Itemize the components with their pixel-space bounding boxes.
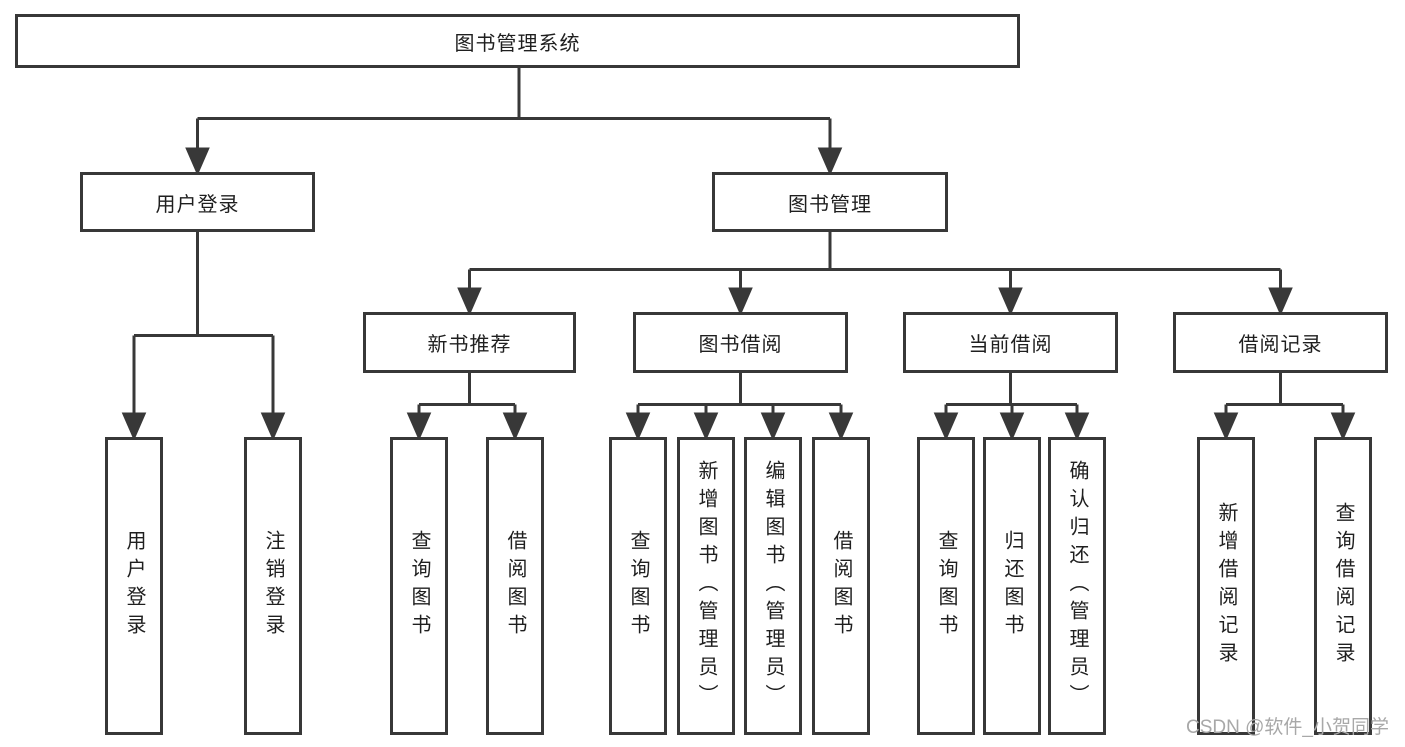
leaf-query-books-3: 查询图书 xyxy=(917,437,975,735)
leaf-add-borrow-record: 新增借阅记录 xyxy=(1197,437,1255,735)
leaf-return-books: 归还图书 xyxy=(983,437,1041,735)
node-label: 新增图书（管理员） xyxy=(695,460,717,712)
node-label: 用户登录 xyxy=(155,193,240,216)
node-label: 注销登录 xyxy=(262,530,284,642)
node-label: 新增借阅记录 xyxy=(1215,502,1237,670)
leaf-logout: 注销登录 xyxy=(244,437,302,735)
node-label: 图书管理系统 xyxy=(454,32,581,55)
leaf-query-books-2: 查询图书 xyxy=(609,437,667,735)
node-label: 归还图书 xyxy=(1001,530,1023,642)
node-label: 用户登录 xyxy=(123,530,145,642)
node-label: 借阅记录 xyxy=(1238,334,1323,356)
node-label: 查询图书 xyxy=(627,530,649,642)
leaf-query-borrow-record: 查询借阅记录 xyxy=(1314,437,1372,735)
leaf-user-login: 用户登录 xyxy=(105,437,163,735)
leaf-borrow-books-2: 借阅图书 xyxy=(812,437,870,735)
node-label: 图书管理 xyxy=(788,193,872,216)
node-label: 借阅图书 xyxy=(504,530,526,642)
node-label: 新书推荐 xyxy=(427,334,512,356)
node-label: 编辑图书（管理员） xyxy=(762,460,784,712)
node-label: 查询图书 xyxy=(935,530,957,642)
node-current-borrowing: 当前借阅 xyxy=(903,312,1118,373)
node-label: 借阅图书 xyxy=(830,530,852,642)
node-user-login: 用户登录 xyxy=(80,172,315,232)
node-book-borrowing: 图书借阅 xyxy=(633,312,848,373)
leaf-add-books-admin: 新增图书（管理员） xyxy=(677,437,735,735)
node-label: 查询图书 xyxy=(408,530,430,642)
node-new-book-recommend: 新书推荐 xyxy=(363,312,576,373)
node-borrowing-records: 借阅记录 xyxy=(1173,312,1388,373)
leaf-query-books-1: 查询图书 xyxy=(390,437,448,735)
leaf-confirm-return-admin: 确认归还（管理员） xyxy=(1048,437,1106,735)
node-label: 当前借阅 xyxy=(968,334,1053,356)
leaf-borrow-books-1: 借阅图书 xyxy=(486,437,544,735)
node-book-management: 图书管理 xyxy=(712,172,948,232)
node-label: 确认归还（管理员） xyxy=(1066,460,1088,712)
node-library-management-system: 图书管理系统 xyxy=(15,14,1020,68)
csdn-watermark: CSDN @软件_小贺同学 xyxy=(1186,717,1389,738)
leaf-edit-books-admin: 编辑图书（管理员） xyxy=(744,437,802,735)
node-label: 图书借阅 xyxy=(698,334,783,356)
node-label: 查询借阅记录 xyxy=(1332,502,1354,670)
